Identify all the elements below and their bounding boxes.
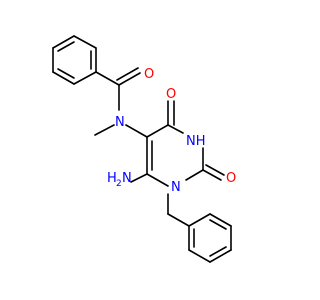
amino-h-label: H	[107, 171, 117, 186]
amide-oxygen-label: O	[144, 67, 154, 82]
c2-oxygen-label: O	[226, 171, 236, 186]
benzyl-group	[167, 193, 232, 263]
benzoyl-ring	[52, 35, 97, 85]
c4-oxygen-label: O	[166, 87, 176, 102]
pyrimidine-ring	[130, 100, 225, 187]
methyl-nitrogen-label: N	[115, 115, 125, 130]
n1-label: N	[171, 180, 181, 195]
amino-subscript-label: 2	[116, 179, 122, 189]
n3-nh-label: NH	[186, 134, 206, 149]
amino-n-label: N	[122, 171, 132, 186]
molecule-structure: O N O NH O N H 2 N	[52, 35, 236, 263]
amide-bonds	[94, 67, 148, 138]
